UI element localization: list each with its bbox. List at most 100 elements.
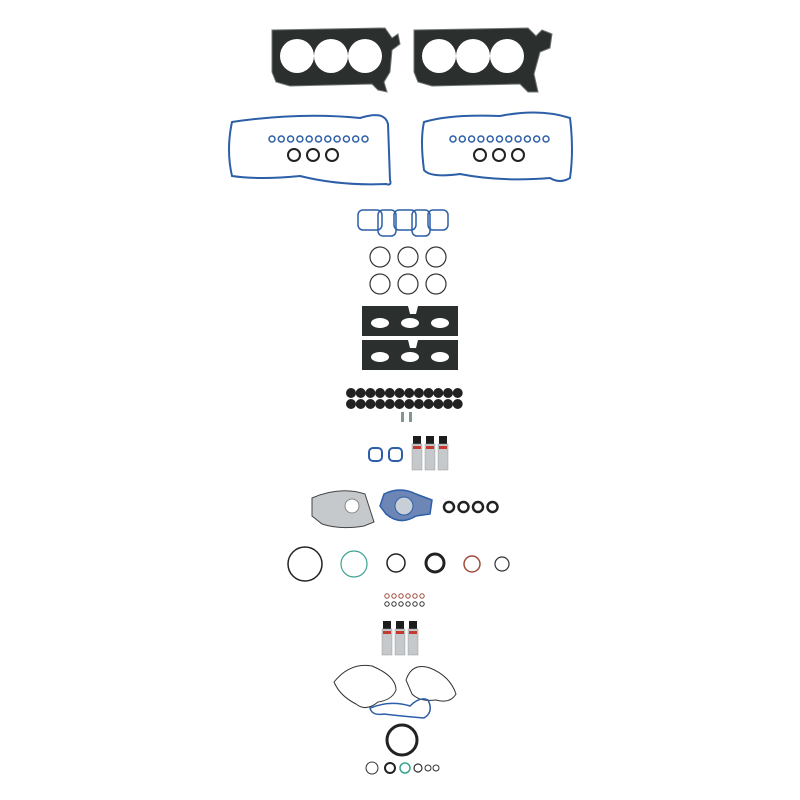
grommet: [333, 135, 341, 143]
o-ring: [384, 601, 390, 607]
valve-stem-seal: [384, 399, 395, 409]
valve-stem-seal: [375, 388, 386, 398]
valve-stem-seal: [413, 388, 424, 398]
o-ring-row: [287, 546, 510, 582]
valve-stem-seal: [452, 399, 463, 409]
valve-stem-seal: [452, 388, 463, 398]
tube-label: [426, 446, 434, 449]
cylinder-head-gasket-right: [413, 27, 553, 93]
tube-label: [409, 631, 417, 634]
intake-manifold-gasket: [357, 209, 449, 237]
grommet: [324, 135, 332, 143]
tube-label: [439, 446, 447, 449]
rtv-tube: [407, 628, 419, 656]
intake-port-seal: [397, 246, 419, 268]
o-ring: [405, 601, 411, 607]
valve-stem-seal: [365, 399, 376, 409]
grommet: [361, 135, 369, 143]
rtv-tube: [437, 443, 449, 471]
valve-cover-gasket-left: [228, 114, 392, 186]
o-ring: [398, 601, 404, 607]
tube-label: [413, 446, 421, 449]
grommet: [467, 135, 476, 143]
grommet: [305, 135, 313, 143]
tube-label: [383, 631, 391, 634]
exhaust-manifold-gasket-bottom: [362, 340, 458, 370]
valve-stem-seal: [433, 388, 444, 398]
grommet: [277, 135, 286, 143]
intake-port-seal: [369, 246, 391, 268]
valve-stem-seal: [433, 399, 444, 409]
dowel-pins: [401, 412, 412, 422]
valve-stem-seal: [413, 399, 424, 409]
intake-port-seal: [369, 273, 391, 295]
grommet: [342, 135, 351, 143]
grommet: [314, 135, 323, 143]
grommet: [486, 135, 494, 143]
grommet: [532, 135, 541, 143]
valve-cover-gasket-right: [421, 111, 573, 182]
valve-stem-seal: [404, 388, 415, 398]
valve-stem-seal: [384, 388, 395, 398]
cylinder-head-gasket-left: [271, 27, 401, 93]
rtv-tube: [424, 443, 436, 471]
spark-plug-tube-seals: [287, 148, 525, 162]
exhaust-manifold-gasket-top: [362, 306, 458, 336]
grommet: [449, 135, 457, 143]
valve-stem-seal: [355, 388, 366, 398]
tube-cap: [383, 621, 391, 629]
rear-main-seal: [385, 723, 419, 757]
tube-cap: [396, 621, 404, 629]
grommet: [458, 135, 467, 143]
valve-stem-seal: [404, 399, 415, 409]
grommet: [268, 135, 276, 143]
valve-stem-seal: [346, 399, 356, 409]
o-ring: [412, 593, 418, 599]
grommet: [523, 135, 532, 143]
o-ring: [442, 500, 456, 514]
valve-stem-seal: [346, 388, 356, 398]
valve-stem-seal: [394, 399, 405, 409]
valve-stem-seals: [346, 388, 463, 409]
o-ring: [384, 593, 390, 599]
blue-grommets: [268, 135, 550, 143]
plug-seal: [473, 148, 487, 162]
small-black-o-rings: [442, 500, 499, 514]
valve-stem-seal: [355, 399, 366, 409]
intake-port-seal: [425, 273, 447, 295]
tube-cap: [439, 436, 447, 444]
o-ring: [486, 500, 499, 514]
rtv-tube: [381, 628, 393, 656]
grommet: [286, 135, 295, 143]
water-pump-gasket: [311, 490, 375, 529]
grommet: [514, 135, 522, 143]
valve-stem-seal: [443, 399, 453, 409]
grommet: [505, 135, 513, 143]
grommet: [495, 135, 504, 143]
o-ring: [398, 593, 404, 599]
tube-cap: [413, 436, 421, 444]
grommet: [542, 135, 550, 143]
valve-stem-seal: [375, 399, 386, 409]
o-ring: [471, 500, 485, 514]
small-blue-seals: [368, 447, 403, 462]
intake-port-seal: [397, 273, 419, 295]
valve-stem-seal: [423, 388, 434, 398]
plug-seal: [306, 148, 320, 162]
tube-label: [396, 631, 404, 634]
bottom-o-rings: [365, 761, 440, 775]
rtv-tube: [394, 628, 406, 656]
valve-stem-seal: [365, 388, 376, 398]
valve-stem-seal: [394, 388, 405, 398]
o-ring: [391, 593, 397, 599]
timing-cover-gaskets: [333, 664, 457, 708]
rtv-tube: [411, 443, 423, 471]
valve-stem-seal: [423, 399, 434, 409]
o-ring: [412, 601, 418, 607]
valve-stem-seal: [443, 388, 453, 398]
o-ring: [457, 500, 470, 514]
o-ring: [391, 601, 397, 607]
o-ring: [419, 593, 425, 599]
plug-seal: [325, 148, 339, 162]
